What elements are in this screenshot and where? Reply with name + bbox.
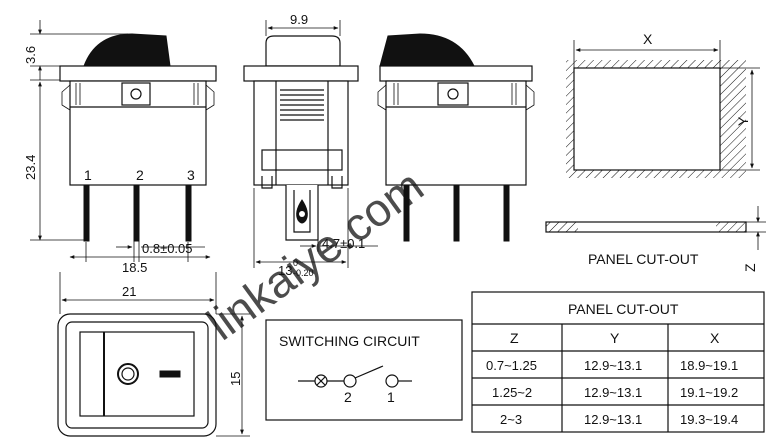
- table-cell: 12.9~13.1: [584, 385, 642, 400]
- dim-21: 21: [122, 284, 136, 299]
- front-view: [243, 35, 359, 241]
- dim-9-9: 9.9: [290, 12, 308, 27]
- dim-18-5: 18.5: [122, 260, 147, 275]
- dim-overall-width: 21: [59, 272, 217, 314]
- circuit-pin-2: 2: [344, 389, 352, 405]
- dim-pin-span: 18.5: [69, 242, 211, 275]
- side-view-right: [377, 33, 535, 242]
- pin-label-2: 2: [136, 167, 144, 183]
- table-cell: 19.3~19.4: [680, 412, 738, 427]
- table-header-z: Z: [510, 330, 519, 346]
- cutout-title: PANEL CUT-OUT: [588, 251, 699, 267]
- table-cell: 19.1~19.2: [680, 385, 738, 400]
- dim-actuator-height: 3.6: [23, 20, 128, 80]
- ribs: [280, 89, 324, 121]
- dim-overall-height: 15: [216, 313, 250, 437]
- table-title: PANEL CUT-OUT: [568, 301, 679, 317]
- dim-3-6: 3.6: [23, 46, 38, 64]
- cutout-table: PANEL CUT-OUT Z Y X 0.7~1.25 12.9~13.1 1…: [471, 291, 765, 433]
- table-cell: 2~3: [500, 412, 522, 427]
- dim-0-8: 0.8±0.05: [142, 241, 193, 256]
- top-view: [57, 313, 217, 437]
- table-cell: 12.9~13.1: [584, 412, 642, 427]
- table-cell: 1.25~2: [492, 385, 532, 400]
- dim-13: 13: [278, 263, 292, 278]
- cutout-y-label: Y: [735, 116, 751, 126]
- table-cell: 0.7~1.25: [486, 358, 537, 373]
- dim-13-tol-lower: -0.20: [293, 268, 314, 278]
- dim-4-7: 4.7±0.1: [322, 236, 365, 251]
- dim-pin-spacing: 0.8±0.05: [116, 241, 205, 262]
- pin-label-3: 3: [187, 167, 195, 183]
- cutout-z-label: Z: [742, 263, 758, 272]
- switching-circuit-box: SWITCHING CIRCUIT 2 1: [265, 319, 463, 421]
- table-header-x: X: [710, 330, 720, 346]
- dim-depth: 13 0 -0.20: [253, 188, 349, 278]
- panel-cutout-drawing: X Y Z PANEL CUT-OUT: [545, 31, 766, 272]
- table-header-y: Y: [610, 330, 620, 346]
- table-cell: 18.9~19.1: [680, 358, 738, 373]
- switching-circuit-title: SWITCHING CIRCUIT: [279, 333, 420, 349]
- dim-actuator-width: 9.9: [265, 12, 341, 36]
- dim-15: 15: [228, 372, 243, 386]
- dim-body-height: 23.4: [23, 79, 84, 241]
- dim-terminal-width: 4.7±0.1: [300, 236, 378, 252]
- side-view-left: 1 2 3: [59, 33, 217, 242]
- table-cell: 12.9~13.1: [584, 358, 642, 373]
- cutout-x-label: X: [643, 31, 653, 47]
- pin-label-1: 1: [84, 167, 92, 183]
- dim-13-tol-upper: 0: [293, 258, 298, 268]
- dim-23-4: 23.4: [23, 155, 38, 180]
- circuit-pin-1: 1: [387, 389, 395, 405]
